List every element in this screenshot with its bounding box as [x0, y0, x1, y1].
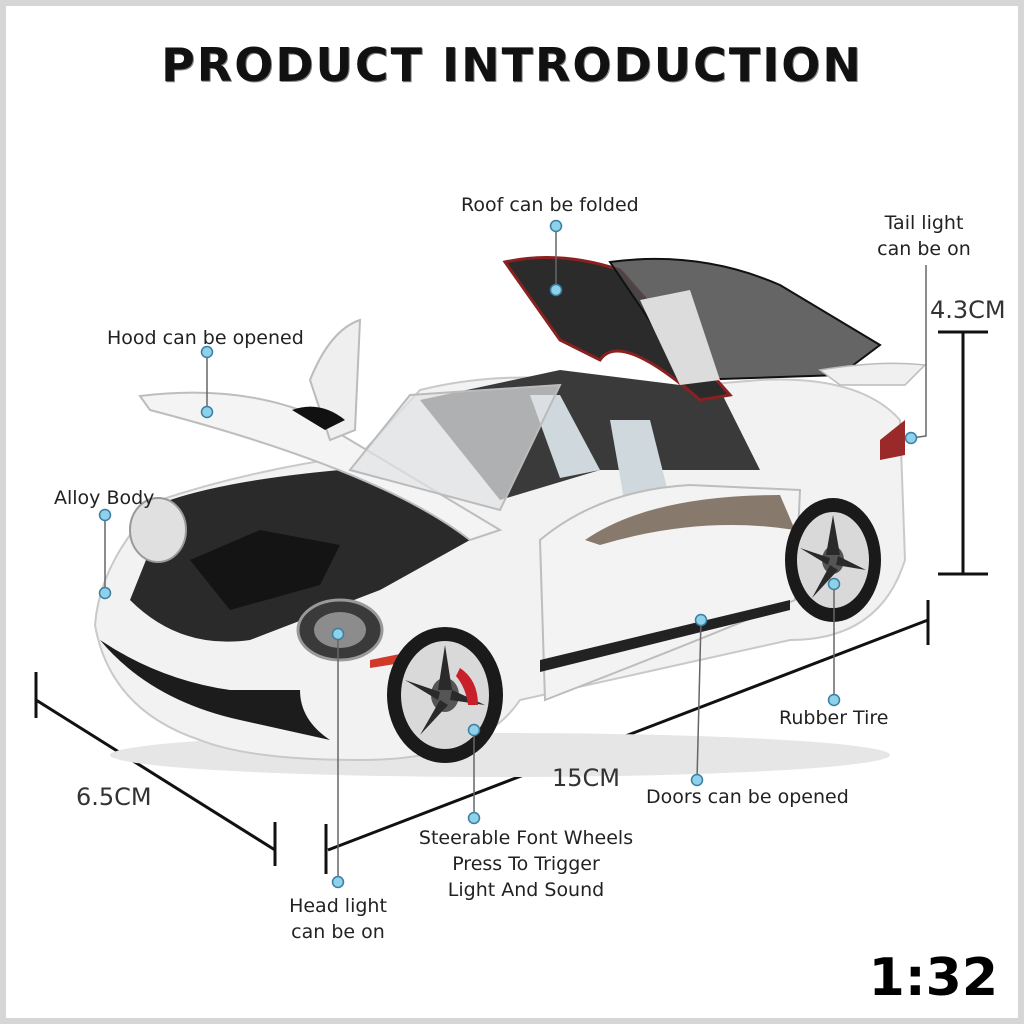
callout-lines	[104, 226, 927, 882]
label-tail-light-line2: can be on	[877, 238, 971, 260]
label-alloy-body: Alloy Body	[54, 487, 155, 509]
label-wheels-line1: Steerable Font Wheels	[418, 827, 634, 849]
hood-lid	[138, 391, 503, 542]
label-wheels-line3: Light And Sound	[447, 879, 605, 901]
label-head-light: Head light can be on	[280, 893, 396, 945]
dimension-length: 15CM	[552, 764, 621, 792]
label-head-light-line2: can be on	[291, 921, 385, 943]
label-tail-light: Tail light can be on	[872, 210, 976, 262]
label-wheels: Steerable Font Wheels Press To Trigger L…	[404, 825, 648, 903]
car-model	[93, 256, 927, 777]
label-tail-light-line1: Tail light	[884, 212, 964, 234]
scale-ratio: 1:32	[868, 948, 998, 1008]
label-head-light-line1: Head light	[289, 895, 387, 917]
label-roof: Roof can be folded	[461, 194, 639, 216]
front-wheel	[387, 627, 503, 763]
dimension-height: 4.3CM	[930, 296, 1006, 324]
label-hood: Hood can be opened	[107, 327, 304, 349]
page-title: PRODUCT INTRODUCTION	[161, 38, 863, 92]
label-wheels-line2: Press To Trigger	[452, 853, 600, 875]
windshield	[348, 383, 562, 512]
label-doors: Doors can be opened	[646, 786, 849, 808]
width-dimension-line	[35, 698, 276, 852]
label-rubber-tire: Rubber Tire	[779, 707, 889, 729]
dimension-width: 6.5CM	[76, 783, 152, 811]
callout-dots	[98, 219, 918, 889]
car-body	[93, 376, 907, 762]
rear-wheel	[785, 498, 881, 622]
